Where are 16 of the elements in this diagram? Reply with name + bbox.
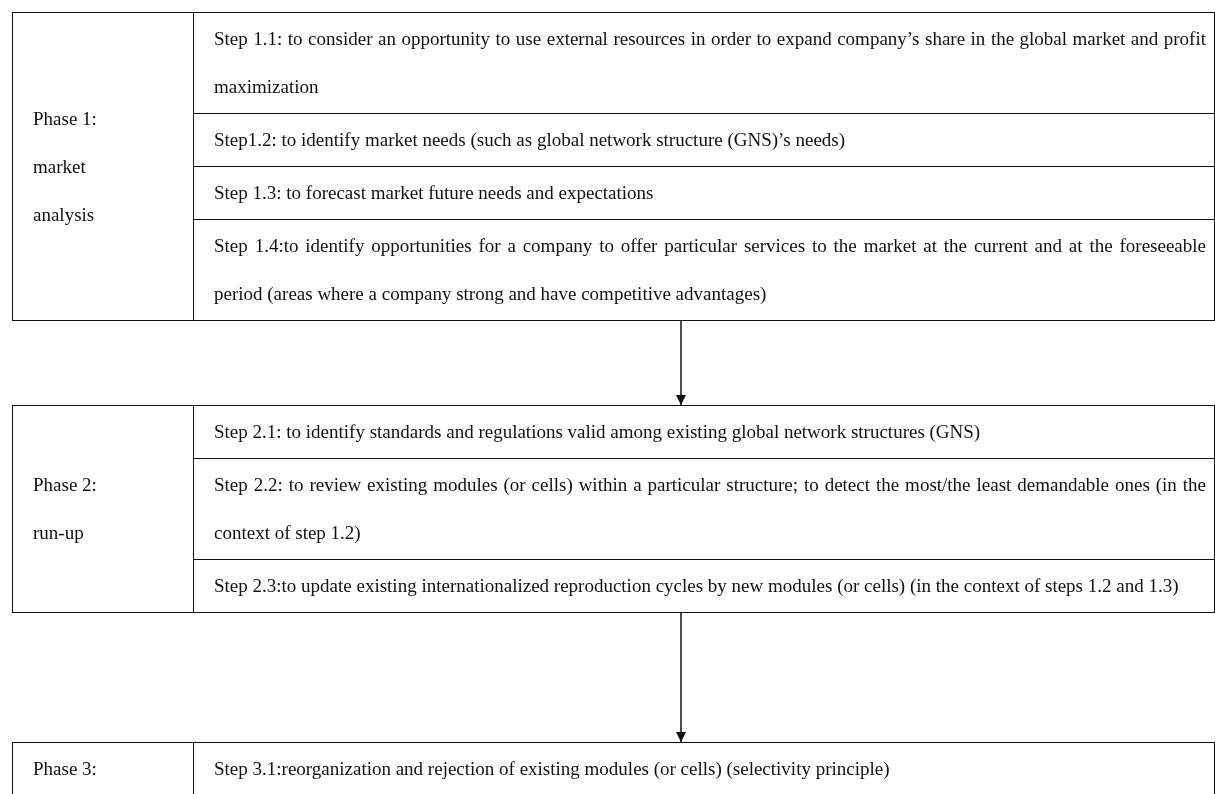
phase-table — [12, 405, 1215, 613]
arrow — [675, 612, 687, 743]
phase-table — [12, 12, 1215, 321]
step-row: Step 2.1: to identify standards and regulations valid among existing global network structures (GNS) — [194, 406, 1214, 458]
step-row: Step 3.1:reorganization and rejection of existing modules (or cells) (selectivity principle) — [194, 743, 1214, 794]
phase-label: Phase 1: market analysis — [33, 106, 98, 227]
phase-label: Phase 2: run-up — [33, 473, 98, 545]
step-row: Step 2.2: to review existing modules (or cells) within a particular structure; to detect the most/the least demandable ones (in the context of step 1.2) — [194, 458, 1214, 559]
step-row: Step1.2: to identify market needs (such as global network structure (GNS)’s needs) — [194, 113, 1214, 166]
step-row: Step 1.4:to identify opportunities for a company to offer particular services to the market at the current and at the foreseeable period (areas where a company strong and have competitive advantages) — [194, 219, 1214, 320]
phase-table — [12, 742, 1215, 794]
arrow — [675, 320, 687, 406]
phase-label: Phase 3: — [33, 757, 98, 781]
step-row: Step 2.3:to update existing internationalized reproduction cycles by new modules (or cells) (in the context of steps 1.2 and 1.3) — [194, 559, 1214, 612]
step-row: Step 1.1: to consider an opportunity to use external resources in order to expand company’s share in the global market and profit maximization — [194, 13, 1214, 113]
step-row: Step 1.3: to forecast market future needs and expectations — [194, 166, 1214, 219]
